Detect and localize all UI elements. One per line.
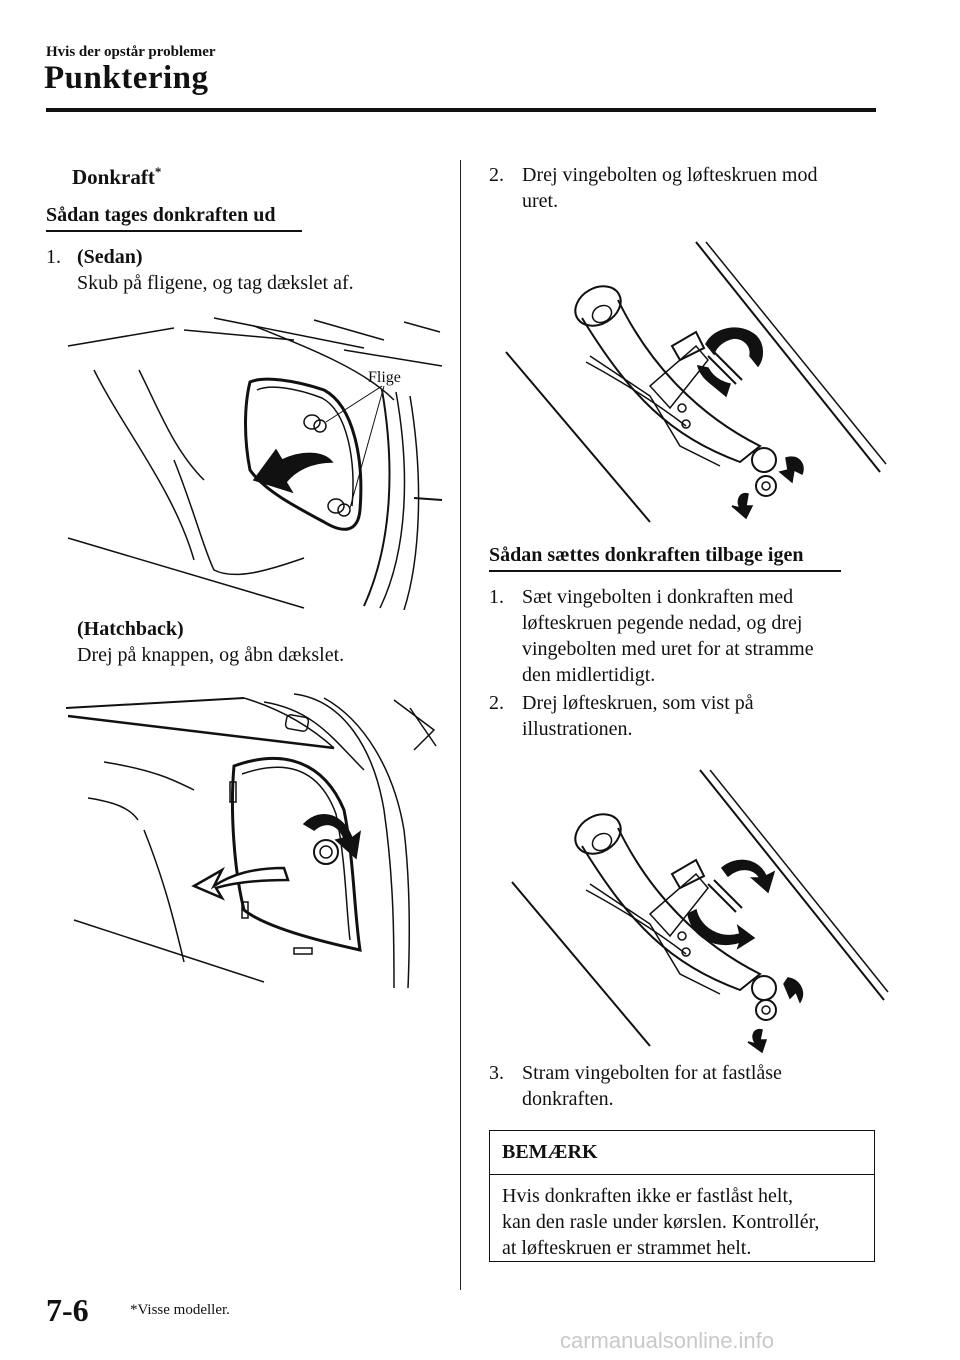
footnote-mark: * [154,164,162,179]
column-divider [460,160,461,1290]
return-step1-line: den midlertidigt. [522,664,656,686]
note-box: BEMÆRK Hvis donkraften ikke er fastlåst … [489,1130,875,1262]
hatchback-label: (Hatchback) [77,618,184,640]
footnote: *Visse modeller. [130,1302,230,1318]
step-number: 1. [46,246,61,268]
note-line: kan den rasle under kørslen. Kontrollér, [502,1211,820,1233]
jack-heading-text: Donkraft [72,165,155,189]
jack-heading: Donkraft* [72,164,161,190]
watermark: carmanualsonline.info [560,1328,775,1353]
note-heading: BEMÆRK [502,1141,598,1163]
return-jack-subheading: Sådan sættes donkraften tilbage igen [489,544,804,566]
note-body: Hvis donkraften ikke er fastlåst helt, k… [502,1183,868,1261]
page-title: Punktering [44,60,209,96]
note-header: BEMÆRK [490,1131,874,1175]
note-line: Hvis donkraften ikke er fastlåst helt, [502,1185,794,1207]
return-step1-number: 1. [489,586,504,608]
return-step3-number: 3. [489,1062,504,1084]
return-step2-number: 2. [489,692,504,714]
step2-line2: uret. [522,190,559,212]
remove-jack-subheading: Sådan tages donkraften ud [46,204,276,226]
sedan-label: (Sedan) [77,246,143,268]
page-number: 7-6 [46,1292,89,1328]
return-step1-line: vingebolten med uret for at stramme [522,638,814,660]
sedan-cover-figure: Flige [64,310,454,610]
step2-line1: Drej vingebolten og løfteskruen mod [522,164,818,186]
return-step1-line: løfteskruen pegende nedad, og drej [522,612,803,634]
title-rule [46,108,876,112]
jack-tighten-figure [500,764,890,1054]
flige-label: Flige [368,369,401,386]
step2-number: 2. [489,164,504,186]
return-step3-line: donkraften. [522,1088,614,1110]
return-step2-line: illustrationen. [522,718,633,740]
return-step2-line: Drej løfteskruen, som vist på [522,692,754,714]
hatchback-instruction: Drej på knappen, og åbn dækslet. [77,644,345,666]
hatchback-cover-figure [64,690,454,990]
section-label: Hvis der opstår problemer [46,44,216,60]
jack-loosen-figure [500,236,890,526]
note-line: at løfteskruen er strammet helt. [502,1237,752,1259]
return-step3-line: Stram vingebolten for at fastlåse [522,1062,782,1084]
return-step1-line: Sæt vingebolten i donkraften med [522,586,794,608]
subheading-underline [489,570,841,572]
sedan-instruction: Skub på fligene, og tag dækslet af. [77,272,354,294]
subheading-underline [46,230,302,232]
